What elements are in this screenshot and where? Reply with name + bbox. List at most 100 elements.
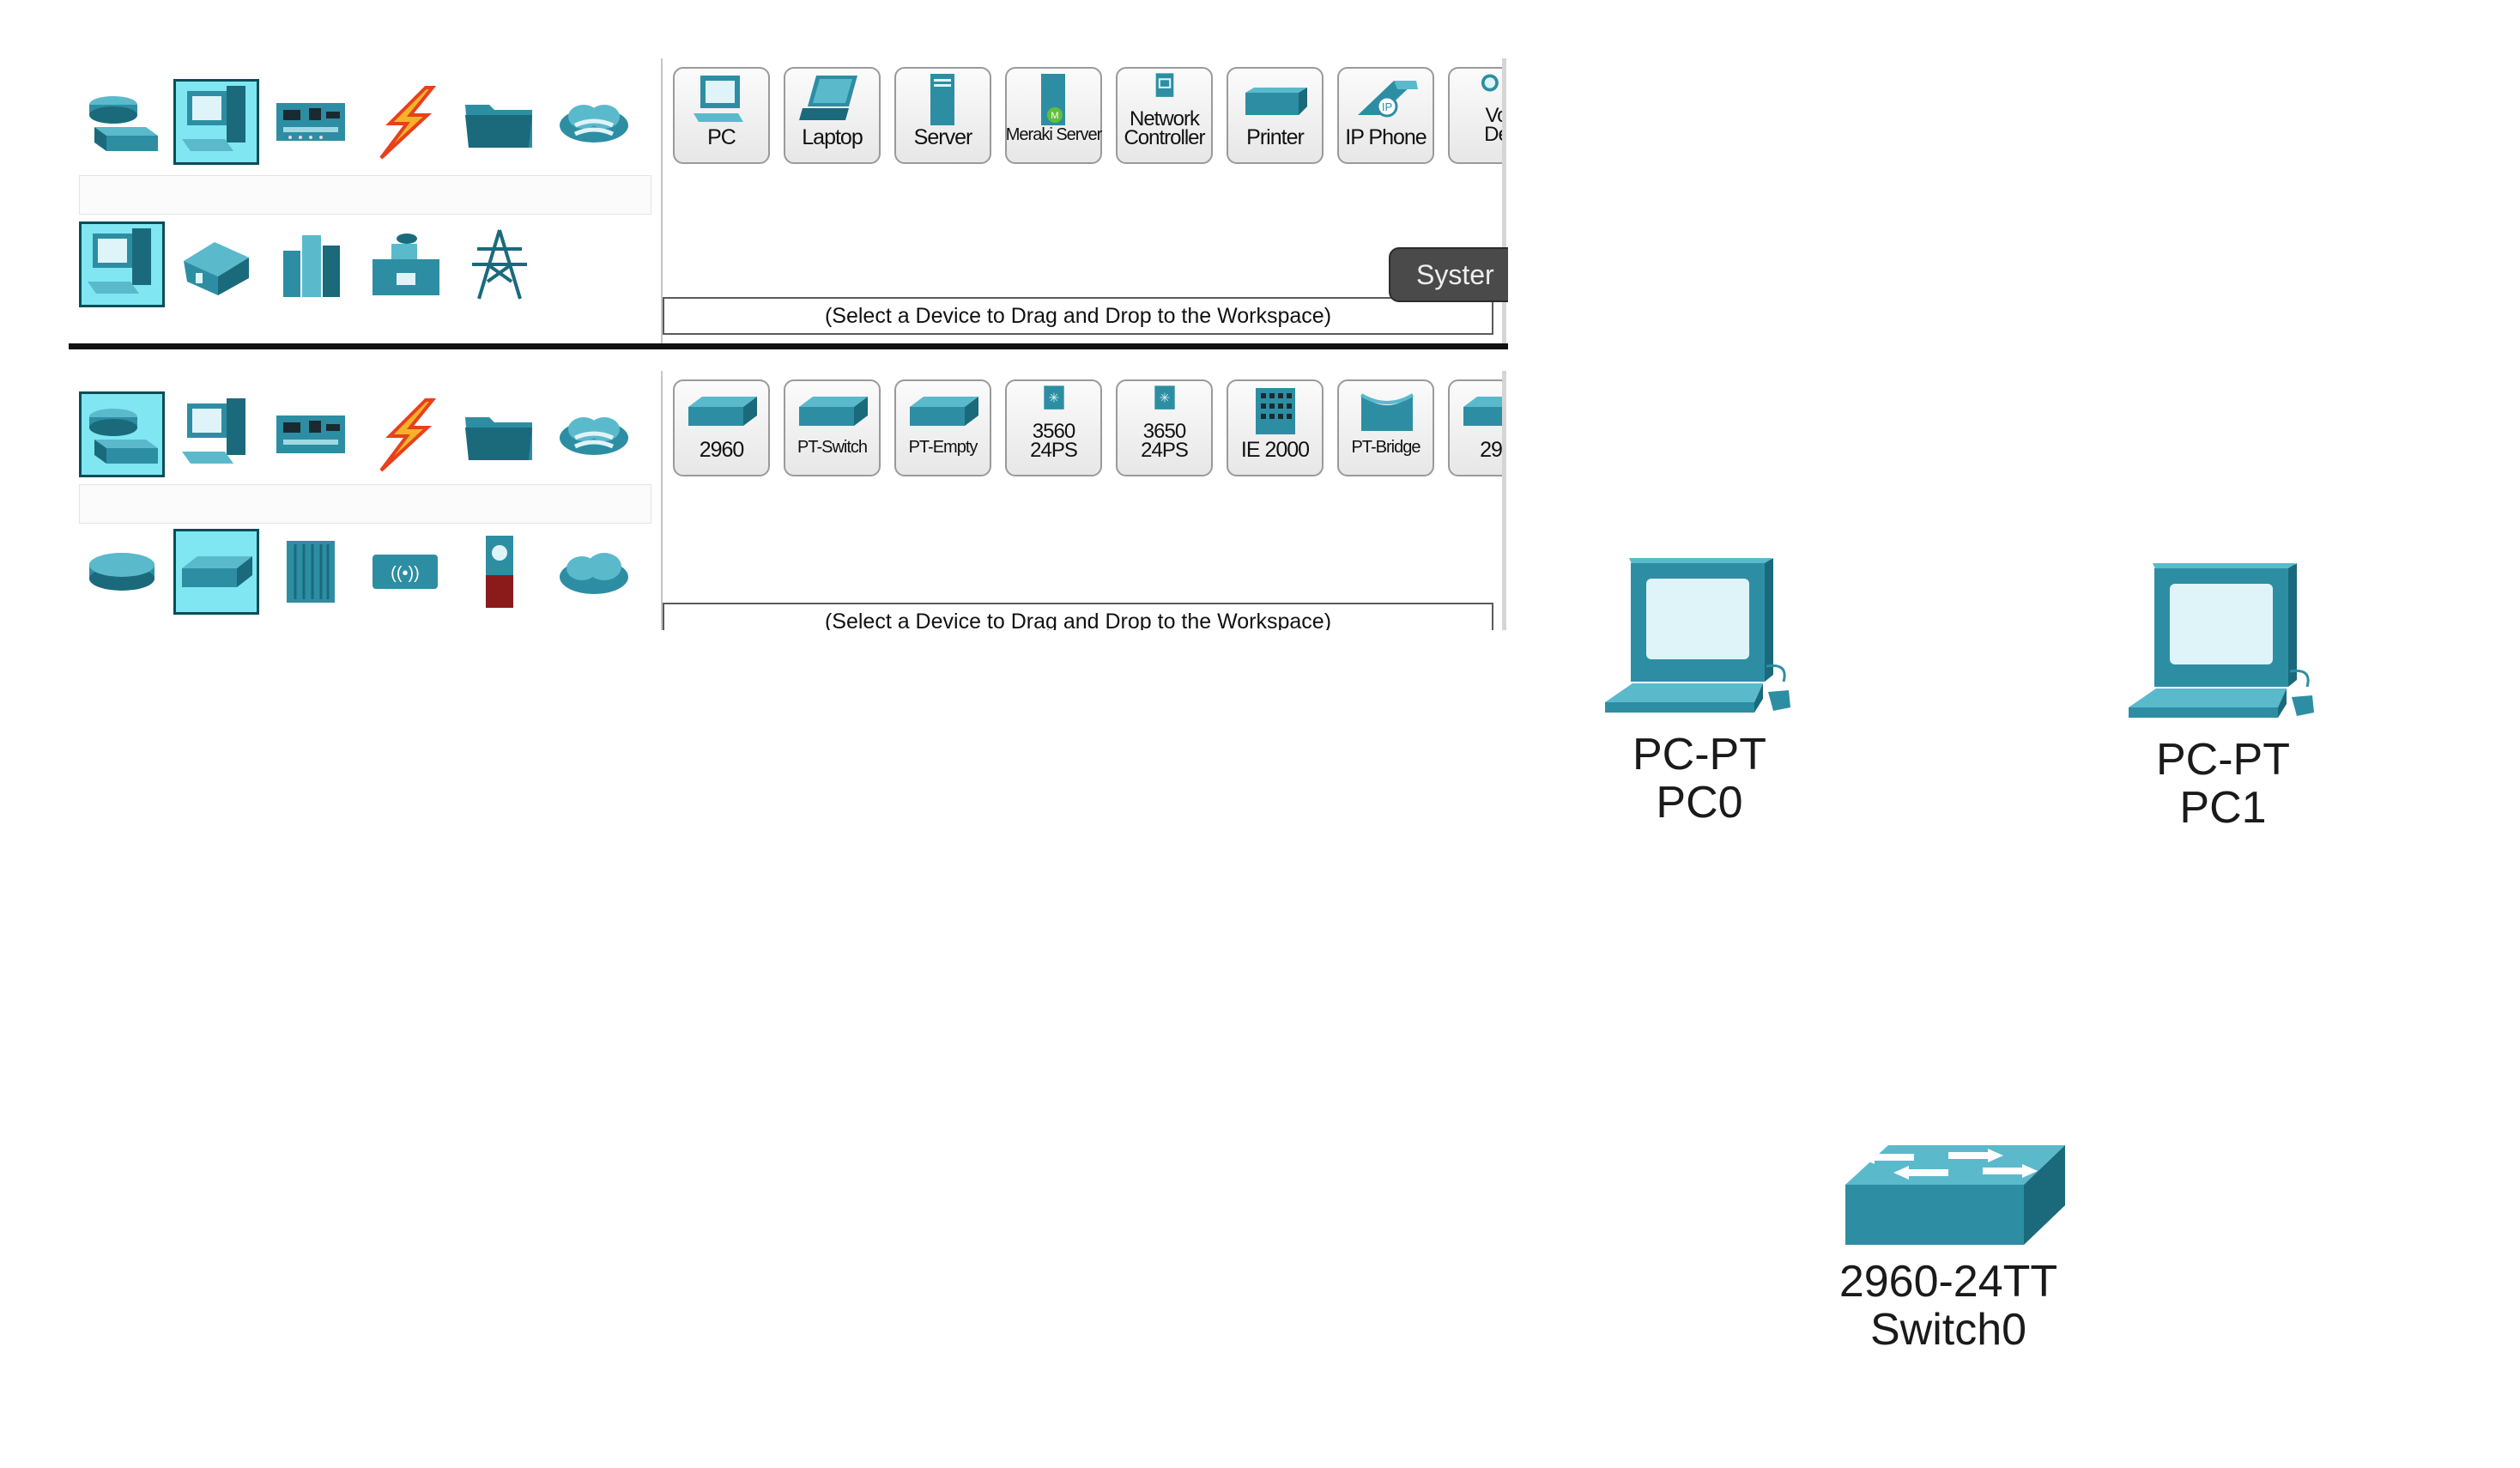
folder-icon (465, 105, 532, 148)
device-label: IP Phone (1345, 125, 1427, 149)
pc-icon (1605, 558, 1790, 713)
switch-icon (1845, 1145, 2065, 1245)
device-label: 3560 (1032, 420, 1075, 443)
device-laptop[interactable]: Laptop (784, 67, 881, 164)
pc-icon (693, 76, 743, 122)
ip-phone-icon: IP (1357, 81, 1418, 118)
device-printer[interactable]: Printer (1227, 67, 1324, 164)
device-name-label: PC1 (2179, 783, 2267, 833)
category-components[interactable] (268, 391, 354, 477)
category-multiuser[interactable] (551, 391, 637, 477)
device-model-label: 2960-24TT (1839, 1257, 2058, 1307)
device-label: De (1484, 123, 1506, 146)
device-label: 3650 (1142, 420, 1186, 443)
category-miscellaneous[interactable] (457, 79, 542, 165)
subcategory-wireless-devices[interactable]: ((•)) (362, 529, 448, 615)
subcategory-home[interactable] (173, 221, 259, 307)
category-multiuser[interactable] (551, 79, 637, 165)
device-3560-24ps[interactable]: ✳ 3560 24PS (1005, 379, 1102, 476)
device-3650-24ps[interactable]: ✳ 3650 24PS (1116, 379, 1213, 476)
printer-icon (1245, 88, 1307, 115)
device-ie-2000[interactable]: IE 2000 (1227, 379, 1324, 476)
subcategory-routers[interactable] (79, 529, 165, 615)
device-label: Controller (1124, 126, 1205, 149)
firewall-icon (486, 536, 513, 608)
category-connections[interactable] (362, 79, 448, 165)
subcategory-divider (79, 175, 651, 215)
device-ip-phone[interactable]: IP IP Phone (1337, 67, 1434, 164)
subcategory-row (79, 221, 542, 307)
workspace-device-pc0[interactable]: PC-PT PC0 (1596, 555, 1802, 827)
device-type-selection-box (69, 58, 659, 343)
device-pt-empty[interactable]: PT-Empty (894, 379, 991, 476)
device-list: PC Laptop Server (673, 67, 1506, 164)
subcategory-switches[interactable] (173, 529, 259, 615)
subcategory-end-devices[interactable] (79, 221, 165, 307)
device-label: PT-Bridge (1351, 438, 1421, 457)
subcategory-wan-emulation[interactable] (551, 529, 637, 615)
device-label: PT-Switch (797, 438, 868, 457)
voip-device-icon (1481, 74, 1499, 92)
pc-icon (182, 398, 245, 464)
device-label: Printer (1246, 125, 1305, 149)
device-label: Laptop (802, 125, 863, 149)
category-end-devices[interactable] (173, 79, 259, 165)
category-connections[interactable] (362, 391, 448, 477)
system-button[interactable]: Syster (1389, 247, 1508, 302)
device-label: IE 2000 (1240, 438, 1310, 462)
device-status-bar: (Select a Device to Drag and Drop to the… (663, 603, 1493, 630)
router-switch-icon (89, 96, 158, 151)
category-miscellaneous[interactable] (457, 391, 542, 477)
house-icon (184, 242, 249, 295)
lightning-icon (379, 398, 437, 472)
industrial-switch-icon (1255, 388, 1295, 434)
category-network-devices[interactable] (79, 79, 165, 165)
device-name-label: PC0 (1656, 778, 1743, 828)
cloud-icon (560, 105, 628, 143)
meraki-server-icon: M (1040, 74, 1065, 125)
power-tower-icon (472, 229, 527, 300)
device-meraki-server[interactable]: M Meraki Server (1005, 67, 1102, 164)
laptop-icon (798, 76, 857, 120)
device-label: 2960 (699, 438, 745, 462)
category-components[interactable] (268, 79, 354, 165)
device-network-controller[interactable]: Network Controller (1116, 67, 1213, 164)
svg-text:((•)): ((•)) (391, 564, 420, 583)
svg-text:✳: ✳ (1048, 391, 1059, 406)
device-2960[interactable]: 2960 (673, 379, 770, 476)
factory-icon (373, 234, 439, 295)
device-label: 24PS (1141, 439, 1189, 462)
pc-icon (2129, 563, 2314, 718)
category-end-devices[interactable] (173, 391, 259, 477)
switch-icon (1463, 397, 1502, 426)
device-voip[interactable]: Vo De (1448, 67, 1506, 164)
device-label: 295 (1480, 438, 1502, 462)
device-295x[interactable]: 295 (1448, 379, 1502, 476)
device-list: 2960 PT-Switch PT-Empty (673, 379, 1502, 476)
device-pt-bridge[interactable]: PT-Bridge (1337, 379, 1434, 476)
device-label: Server (913, 125, 973, 149)
circuit-board-icon (276, 416, 345, 453)
subcategory-power-grid[interactable] (457, 221, 542, 307)
subcategory-smart-city[interactable] (268, 221, 354, 307)
device-type-selection-box: ((•)) (69, 371, 659, 630)
device-pc[interactable]: PC (673, 67, 770, 164)
workspace-device-switch0[interactable]: 2960-24TT Switch0 (1820, 1142, 2077, 1354)
lightning-icon (379, 86, 437, 160)
subcategory-hubs[interactable] (268, 529, 354, 615)
multilayer-switch-icon: ✳ (1043, 385, 1064, 409)
bridge-icon (1360, 393, 1414, 431)
device-palette-switches: ((•)) (69, 371, 1508, 630)
device-pt-switch[interactable]: PT-Switch (784, 379, 881, 476)
router-switch-icon (89, 409, 158, 464)
category-row (79, 391, 637, 477)
workspace-device-pc1[interactable]: PC-PT PC1 (2120, 560, 2326, 832)
cloud-icon (560, 417, 628, 455)
device-server[interactable]: Server (894, 67, 991, 164)
subcategory-security[interactable] (457, 529, 542, 615)
device-status-bar: (Select a Device to Drag and Drop to the… (663, 297, 1493, 335)
subcategory-industrial[interactable] (362, 221, 448, 307)
category-network-devices[interactable] (79, 391, 165, 477)
subcategory-row: ((•)) (79, 529, 637, 615)
svg-text:✳: ✳ (1159, 391, 1170, 406)
